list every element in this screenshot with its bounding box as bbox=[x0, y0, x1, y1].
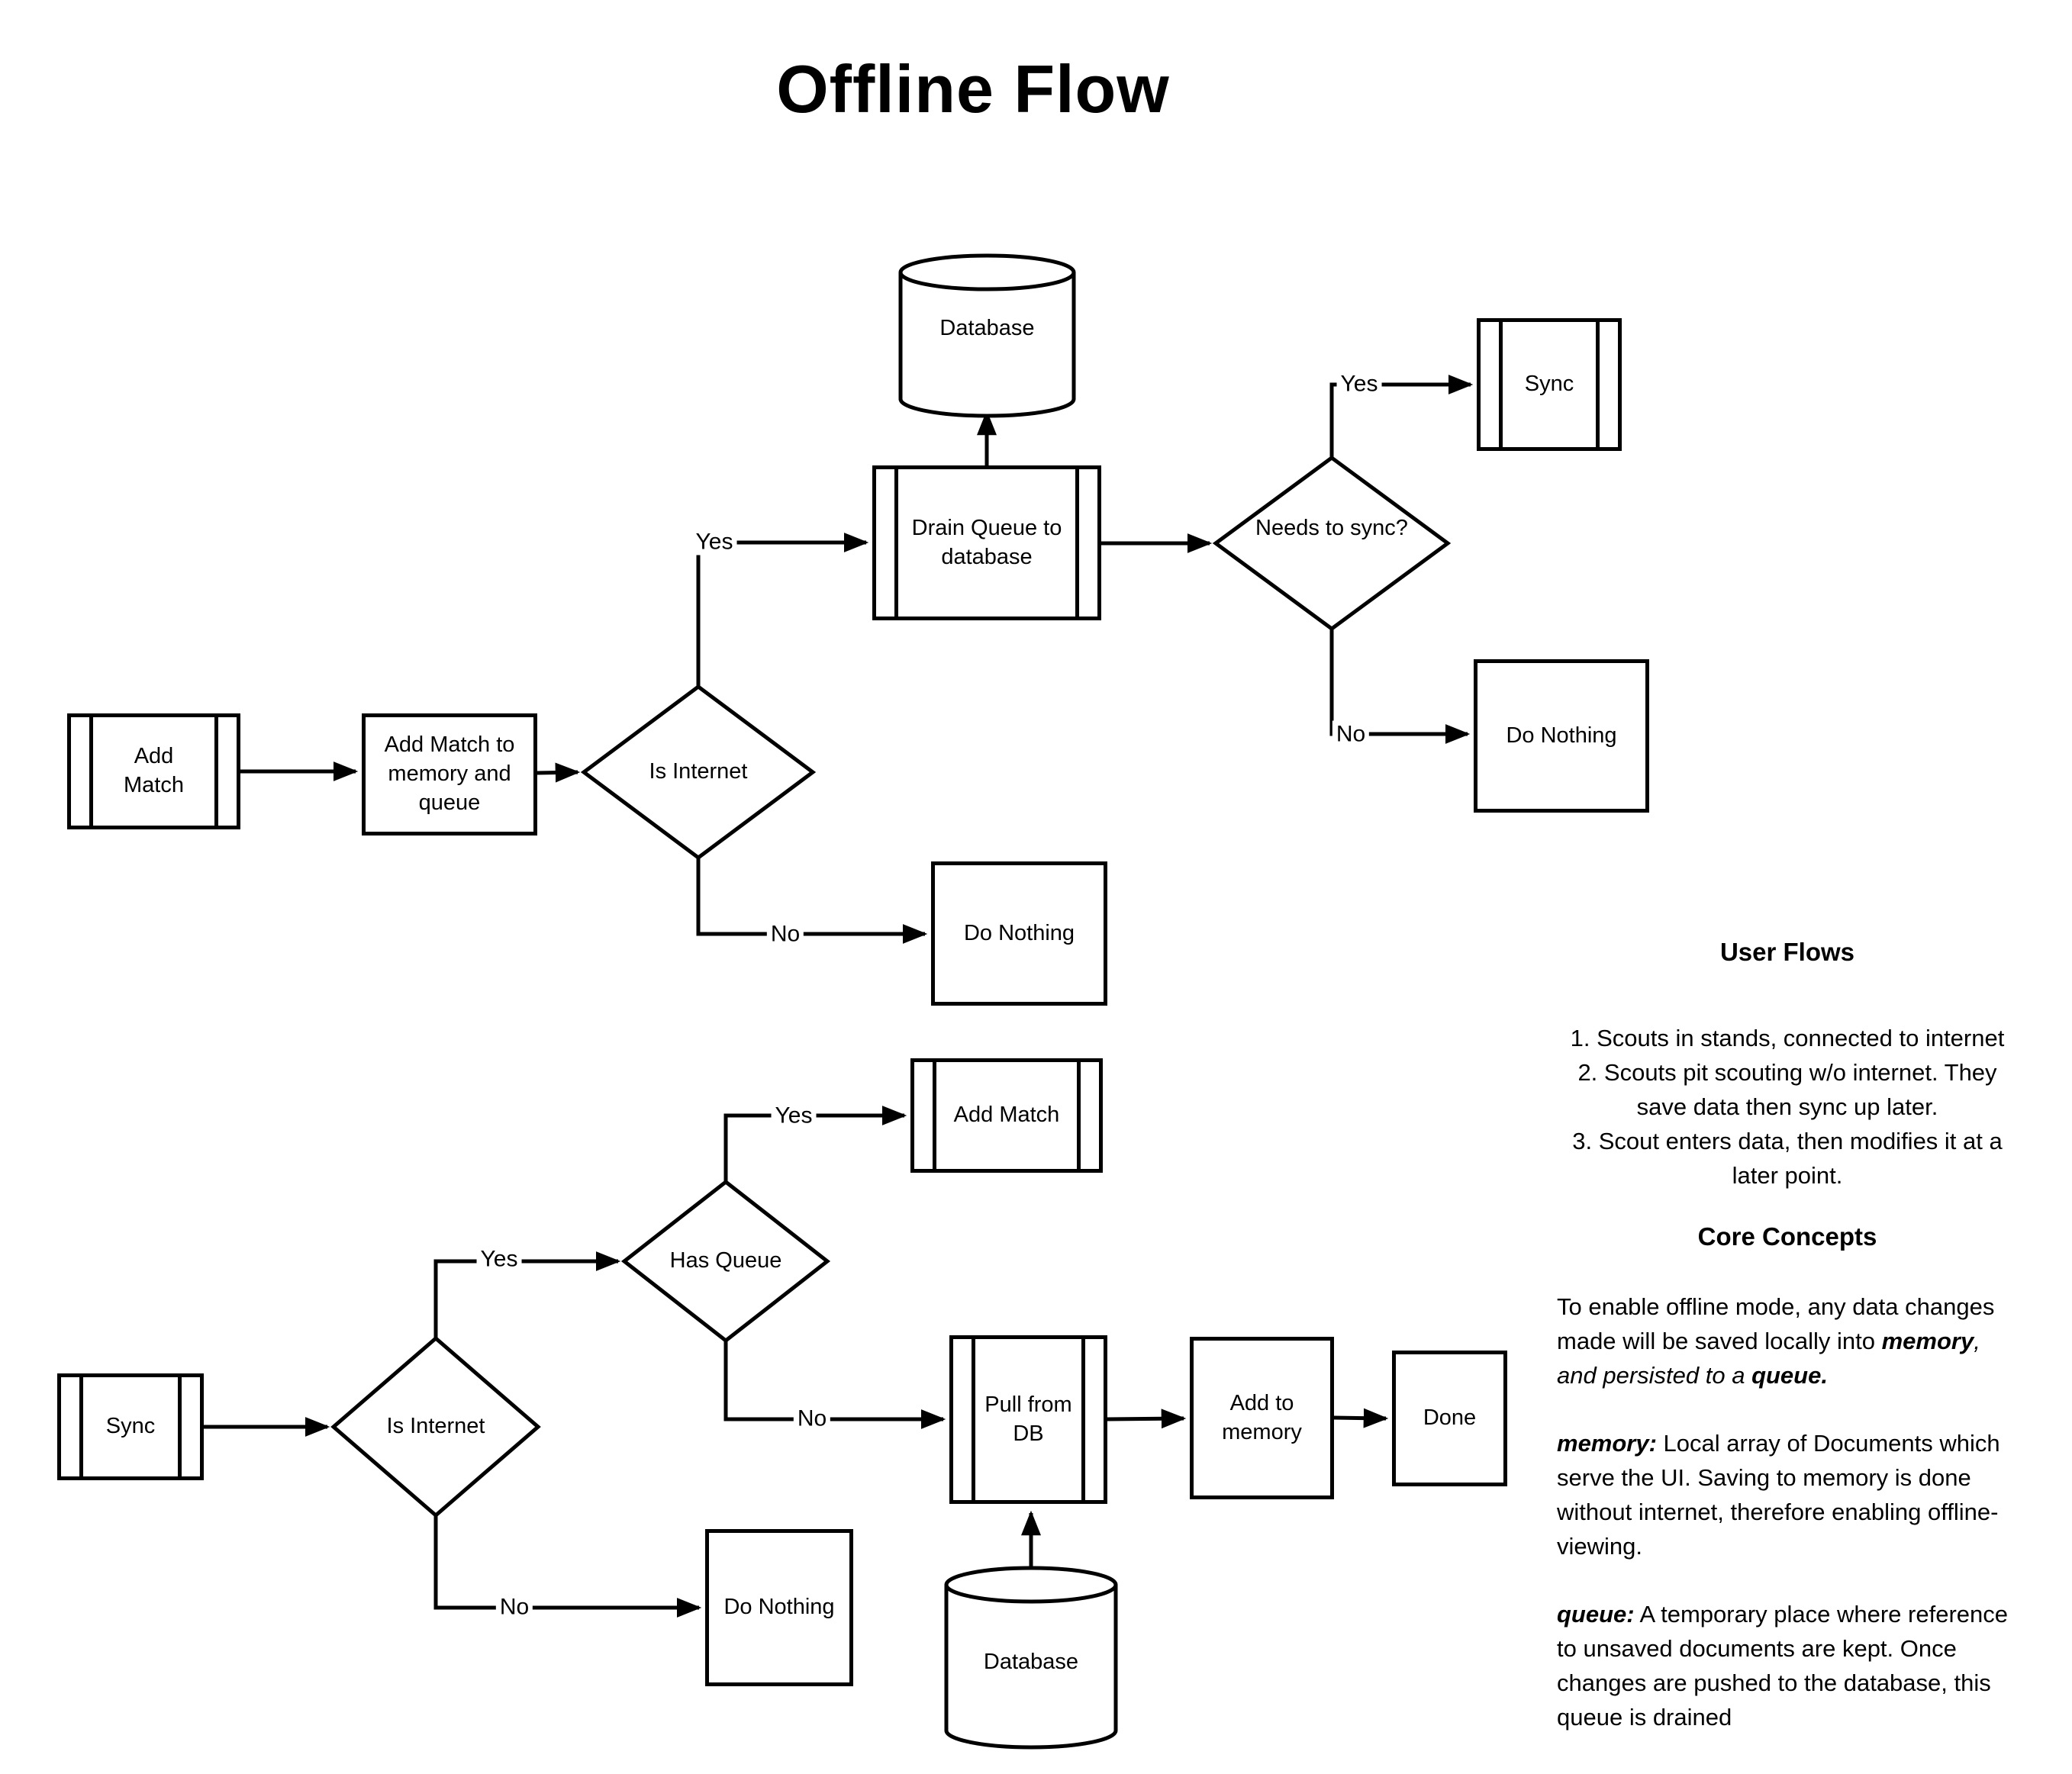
edge-isinternet-yes-drainqueue bbox=[696, 533, 869, 687]
database-cylinder-bottom bbox=[944, 1566, 1118, 1750]
predefined-bar-right bbox=[214, 717, 218, 826]
node-label: Add to memory bbox=[1222, 1390, 1302, 1444]
node-sync-bottom: Sync bbox=[57, 1373, 204, 1480]
edge-needssync-yes-sync bbox=[1329, 375, 1474, 458]
core-concepts-heading: Core Concepts bbox=[1697, 1222, 1877, 1251]
node-add-match-top: Add Match bbox=[67, 713, 240, 829]
node-do-nothing-isinternet: Do Nothing bbox=[931, 861, 1107, 1006]
edge-label-yes: Yes bbox=[771, 1102, 817, 1129]
node-label: Sync bbox=[1524, 372, 1574, 396]
edge-hasqueue-no-pulldb bbox=[723, 1341, 946, 1429]
user-flows-list: 1. Scouts in stands, connected to intern… bbox=[1557, 1021, 2018, 1193]
node-sync-top: Sync bbox=[1477, 318, 1622, 451]
predefined-bar-right bbox=[1077, 1062, 1081, 1169]
page-title: Offline Flow bbox=[776, 51, 1170, 127]
node-label-database-top: Database bbox=[939, 316, 1035, 340]
node-label: Do Nothing bbox=[963, 920, 1075, 945]
node-drain-queue: Drain Queue to database bbox=[872, 465, 1101, 620]
predefined-bar-left bbox=[79, 1377, 83, 1476]
edge-isinternet2-no-donothing bbox=[433, 1515, 702, 1618]
edge-hasqueue-yes-addmatch bbox=[723, 1106, 907, 1182]
notes-panel: User Flows 1. Scouts in stands, connecte… bbox=[1557, 937, 2018, 1734]
text-run: A temporary place where reference to uns… bbox=[1557, 1601, 2008, 1731]
text-run-queue: queue. bbox=[1751, 1362, 1828, 1389]
node-label-is-internet-bottom: Is Internet bbox=[386, 1414, 485, 1438]
predefined-bar-left bbox=[933, 1062, 936, 1169]
node-add-match-to-memory-queue: Add Match to memory and queue bbox=[362, 713, 537, 835]
edge-pulldb-to-addtomemory bbox=[1107, 1409, 1187, 1429]
predefined-bar-right bbox=[178, 1377, 182, 1476]
decision-has-queue bbox=[620, 1179, 831, 1344]
node-do-nothing-needssync: Do Nothing bbox=[1474, 659, 1649, 813]
decision-is-internet-bottom bbox=[330, 1335, 541, 1518]
predefined-bar-left bbox=[894, 469, 898, 617]
predefined-bar-left bbox=[89, 717, 93, 826]
node-do-nothing-bottom: Do Nothing bbox=[705, 1529, 853, 1686]
memory-definition: memory: Local array of Documents which s… bbox=[1557, 1426, 2018, 1563]
text-run: To enable offline mode, any data changes… bbox=[1557, 1293, 1995, 1355]
edge-isinternet2-yes-hasqueue bbox=[433, 1251, 621, 1338]
user-flow-item: 2. Scouts pit scouting w/o internet. The… bbox=[1577, 1058, 1997, 1120]
text-run: Local array of Documents which serve the… bbox=[1557, 1430, 2000, 1560]
edge-memoryqueue-to-isinternet bbox=[537, 762, 581, 783]
user-flows-heading: User Flows bbox=[1719, 938, 1855, 966]
node-pull-from-db: Pull from DB bbox=[949, 1335, 1107, 1504]
edge-label-yes: Yes bbox=[1336, 370, 1382, 398]
decision-needs-to-sync bbox=[1212, 455, 1452, 632]
node-label: Add Match to memory and queue bbox=[384, 732, 515, 815]
node-label: Drain Queue to database bbox=[911, 515, 1062, 569]
edge-label-no: No bbox=[793, 1405, 831, 1432]
user-flow-item: 1. Scouts in stands, connected to intern… bbox=[1570, 1024, 2005, 1051]
predefined-bar-right bbox=[1081, 1339, 1085, 1500]
predefined-bar-right bbox=[1596, 322, 1600, 447]
node-done: Done bbox=[1392, 1351, 1507, 1486]
edge-label-no: No bbox=[1332, 720, 1370, 748]
queue-definition: queue: A temporary place where reference… bbox=[1557, 1597, 2018, 1734]
edge-label-yes: Yes bbox=[476, 1245, 522, 1273]
text-run-memory: memory bbox=[1881, 1328, 1974, 1355]
term-queue: queue: bbox=[1557, 1601, 1635, 1628]
node-label-has-queue: Has Queue bbox=[669, 1248, 782, 1273]
node-add-to-memory: Add to memory bbox=[1190, 1337, 1334, 1499]
node-label: Add Match bbox=[953, 1103, 1060, 1127]
predefined-bar-right bbox=[1075, 469, 1079, 617]
node-label-is-internet-top: Is Internet bbox=[649, 759, 748, 784]
edge-label-yes: Yes bbox=[691, 528, 737, 555]
node-label-needs-to-sync: Needs to sync? bbox=[1255, 516, 1408, 540]
core-concepts-intro: To enable offline mode, any data changes… bbox=[1557, 1289, 2018, 1392]
database-cylinder-top bbox=[898, 253, 1076, 418]
node-add-match-bottom: Add Match bbox=[910, 1058, 1103, 1173]
term-memory: memory: bbox=[1557, 1430, 1657, 1457]
node-label: Done bbox=[1423, 1405, 1477, 1430]
node-label-database-bottom: Database bbox=[983, 1650, 1079, 1674]
node-label: Pull from DB bbox=[984, 1392, 1072, 1446]
predefined-bar-left bbox=[1499, 322, 1503, 447]
node-label: Add Match bbox=[124, 744, 184, 797]
edge-needssync-no-donothing bbox=[1329, 629, 1471, 744]
edge-isinternet-no-donothing bbox=[696, 858, 928, 944]
edge-label-no: No bbox=[495, 1593, 533, 1621]
predefined-bar-left bbox=[972, 1339, 975, 1500]
text-run: , and persisted to a bbox=[1557, 1328, 1980, 1389]
node-label: Sync bbox=[105, 1414, 156, 1438]
user-flow-item: 3. Scout enters data, then modifies it a… bbox=[1572, 1127, 2003, 1189]
node-label: Do Nothing bbox=[723, 1595, 835, 1619]
node-label: Do Nothing bbox=[1506, 723, 1617, 748]
decision-is-internet-top bbox=[580, 684, 817, 861]
edge-label-no: No bbox=[766, 920, 804, 948]
